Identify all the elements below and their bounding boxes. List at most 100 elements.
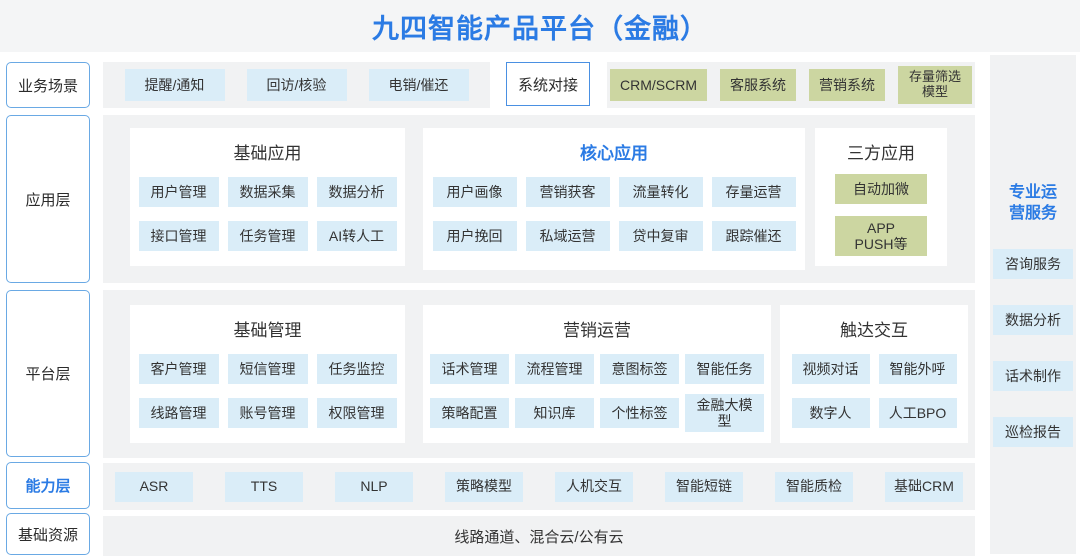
app-chip: 用户画像 bbox=[432, 177, 517, 207]
app-chip: 流量转化 bbox=[618, 177, 703, 207]
capability-chip: NLP bbox=[335, 471, 413, 502]
chip-stack: 自动加微 APP PUSH等 bbox=[815, 174, 947, 256]
layer-label-business-scenarios: 业务场景 bbox=[6, 62, 90, 108]
resource-label: 线路通道、混合云/公有云 bbox=[454, 528, 624, 546]
capability-chip: TTS bbox=[225, 471, 303, 502]
layer-label-capability-layer: 能力层 bbox=[6, 462, 90, 509]
app-chip: 存量运营 bbox=[711, 177, 796, 207]
chip-row: 客户管理 短信管理 任务监控 bbox=[130, 347, 405, 391]
platform-chip: 智能外呼 bbox=[878, 354, 957, 384]
layer-label-text: 平台层 bbox=[25, 366, 71, 383]
platform-chip: 个性标签 bbox=[600, 398, 679, 428]
service-chip: 话术制作 bbox=[993, 360, 1073, 391]
platform-chip: 客户管理 bbox=[138, 354, 219, 384]
app-chip: 用户挽回 bbox=[432, 221, 517, 251]
core-applications-card: 核心应用 用户画像 营销获客 流量转化 存量运营 用户挽回 私域运营 贷中复审 … bbox=[423, 128, 805, 270]
app-chip: 营销获客 bbox=[525, 177, 610, 207]
app-chip: 用户管理 bbox=[138, 177, 219, 207]
service-chip: 咨询服务 bbox=[993, 248, 1073, 279]
reach-interaction-card: 触达交互 视频对话 智能外呼 数字人 人工BPO bbox=[780, 305, 968, 443]
platform-chip: 意图标签 bbox=[600, 354, 679, 384]
chip-row: 用户挽回 私域运营 贷中复审 跟踪催还 bbox=[423, 214, 805, 258]
app-chip: 数据分析 bbox=[316, 177, 397, 207]
platform-chip: 话术管理 bbox=[430, 354, 509, 384]
app-chip: AI转人工 bbox=[316, 221, 397, 251]
basic-resources-tray: 线路通道、混合云/公有云 bbox=[103, 516, 975, 556]
chip-row: 视频对话 智能外呼 bbox=[780, 347, 968, 391]
scenario-chip: 回访/核验 bbox=[246, 69, 347, 101]
scenario-chip-tray: 提醒/通知 回访/核验 电销/催还 bbox=[103, 62, 490, 108]
external-system-chip: 营销系统 bbox=[809, 69, 885, 101]
platform-chip: 短信管理 bbox=[227, 354, 308, 384]
app-chip: 私域运营 bbox=[525, 221, 610, 251]
service-chip: 巡检报告 bbox=[993, 416, 1073, 447]
platform-chip: 策略配置 bbox=[430, 398, 509, 428]
app-chip: 贷中复审 bbox=[618, 221, 703, 251]
capability-chip: 人机交互 bbox=[555, 471, 633, 502]
capability-chip: 智能质检 bbox=[775, 471, 853, 502]
platform-chip: 数字人 bbox=[791, 398, 870, 428]
capability-layer-tray: ASR TTS NLP 策略模型 人机交互 智能短链 智能质检 基础CRM bbox=[103, 463, 975, 510]
platform-layer-tray: 基础管理 客户管理 短信管理 任务监控 线路管理 账号管理 权限管理 营销运营 … bbox=[103, 290, 975, 458]
layer-label-basic-resources: 基础资源 bbox=[6, 513, 90, 555]
chip-row: 话术管理 流程管理 意图标签 智能任务 bbox=[423, 347, 771, 391]
card-title: 核心应用 bbox=[580, 143, 648, 163]
layer-label-platform-layer: 平台层 bbox=[6, 290, 90, 457]
title-band: 九四智能产品平台（金融） bbox=[0, 0, 1080, 52]
thirdparty-chip: APP PUSH等 bbox=[835, 216, 927, 256]
app-chip: 接口管理 bbox=[138, 221, 219, 251]
basic-applications-card: 基础应用 用户管理 数据采集 数据分析 接口管理 任务管理 AI转人工 bbox=[130, 128, 405, 266]
card-title: 基础管理 bbox=[233, 320, 302, 340]
professional-operations-title: 专业运营服务 bbox=[1008, 184, 1057, 222]
external-system-chip: 客服系统 bbox=[720, 69, 796, 101]
service-chip-stack: 咨询服务 数据分析 话术制作 巡检报告 bbox=[993, 248, 1073, 447]
card-title: 三方应用 bbox=[847, 143, 915, 163]
platform-chip: 权限管理 bbox=[316, 398, 397, 428]
external-system-chip: 存量筛选模型 bbox=[898, 66, 972, 104]
platform-chip: 账号管理 bbox=[227, 398, 308, 428]
layer-label-text: 能力层 bbox=[25, 478, 71, 495]
service-chip: 数据分析 bbox=[993, 304, 1073, 335]
layer-label-text: 业务场景 bbox=[17, 77, 78, 95]
external-system-chip: CRM/SCRM bbox=[610, 69, 707, 101]
thirdparty-chip: 自动加微 bbox=[835, 174, 927, 204]
layer-label-text: 基础资源 bbox=[17, 526, 78, 544]
system-integration-label: 系统对接 bbox=[517, 76, 578, 94]
chip-row: 数字人 人工BPO bbox=[780, 391, 968, 435]
chip-row: 策略配置 知识库 个性标签 金融大模型 bbox=[423, 391, 771, 435]
scenario-chip: 电销/催还 bbox=[368, 69, 469, 101]
capability-chip: ASR bbox=[115, 471, 193, 502]
card-title: 触达交互 bbox=[840, 320, 908, 340]
basic-management-card: 基础管理 客户管理 短信管理 任务监控 线路管理 账号管理 权限管理 bbox=[130, 305, 405, 443]
page-title: 九四智能产品平台（金融） bbox=[372, 13, 708, 44]
layer-label-application-layer: 应用层 bbox=[6, 115, 90, 283]
capability-chip: 策略模型 bbox=[445, 471, 523, 502]
platform-chip: 人工BPO bbox=[878, 398, 957, 428]
chip-row: 用户画像 营销获客 流量转化 存量运营 bbox=[423, 170, 805, 214]
platform-chip: 线路管理 bbox=[138, 398, 219, 428]
marketing-operations-card: 营销运营 话术管理 流程管理 意图标签 智能任务 策略配置 知识库 个性标签 金… bbox=[423, 305, 771, 443]
platform-chip: 知识库 bbox=[515, 398, 594, 428]
application-layer-tray: 基础应用 用户管理 数据采集 数据分析 接口管理 任务管理 AI转人工 核心应用… bbox=[103, 115, 975, 283]
card-title: 营销运营 bbox=[563, 320, 631, 340]
system-integration-box: 系统对接 bbox=[506, 62, 590, 106]
thirdparty-applications-card: 三方应用 自动加微 APP PUSH等 bbox=[815, 128, 947, 266]
platform-chip: 流程管理 bbox=[515, 354, 594, 384]
platform-chip: 任务监控 bbox=[316, 354, 397, 384]
card-title: 基础应用 bbox=[233, 143, 302, 163]
platform-chip: 智能任务 bbox=[685, 354, 764, 384]
chip-row: 线路管理 账号管理 权限管理 bbox=[130, 391, 405, 435]
scenario-chip: 提醒/通知 bbox=[124, 69, 225, 101]
layer-label-text: 应用层 bbox=[25, 191, 71, 209]
platform-chip: 金融大模型 bbox=[685, 394, 764, 432]
app-chip: 跟踪催还 bbox=[711, 221, 796, 251]
professional-operations-panel: 专业运营服务 咨询服务 数据分析 话术制作 巡检报告 bbox=[990, 55, 1076, 554]
external-system-tray: CRM/SCRM 客服系统 营销系统 存量筛选模型 bbox=[607, 62, 975, 108]
capability-chip: 基础CRM bbox=[885, 471, 963, 502]
platform-chip: 视频对话 bbox=[791, 354, 870, 384]
app-chip: 数据采集 bbox=[227, 177, 308, 207]
chip-row: 用户管理 数据采集 数据分析 bbox=[130, 170, 405, 214]
app-chip: 任务管理 bbox=[227, 221, 308, 251]
capability-chip: 智能短链 bbox=[665, 471, 743, 502]
